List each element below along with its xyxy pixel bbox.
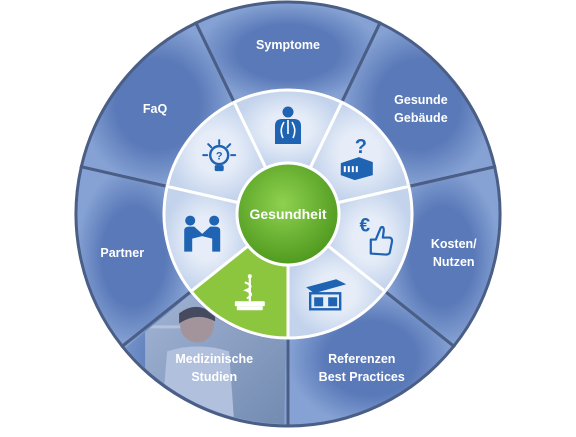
book-caduceus-icon <box>234 274 265 311</box>
human-torso-icon <box>275 106 301 144</box>
center-circle[interactable]: Gesundheit <box>235 161 341 267</box>
segment-label-kosten-nutzen: Kosten/Nutzen <box>431 237 477 269</box>
svg-text:€: € <box>360 216 371 237</box>
euro-thumbs-up-icon: € <box>360 216 394 256</box>
segment-label-symptome: Symptome <box>256 38 320 52</box>
segment-label-faq: FaQ <box>143 102 168 116</box>
segment-partner[interactable]: Partner <box>74 165 251 349</box>
modern-building-icon <box>306 279 347 311</box>
svg-text:?: ? <box>355 136 367 158</box>
segment-label-partner: Partner <box>100 246 144 260</box>
lightbulb-question-icon: ? <box>202 139 237 172</box>
center-label: Gesundheit <box>249 206 326 222</box>
building-question-icon: ? <box>340 136 373 181</box>
segment-faq[interactable]: ? FaQ <box>79 20 268 205</box>
svg-text:?: ? <box>216 151 223 163</box>
handshake-icon <box>184 215 221 252</box>
